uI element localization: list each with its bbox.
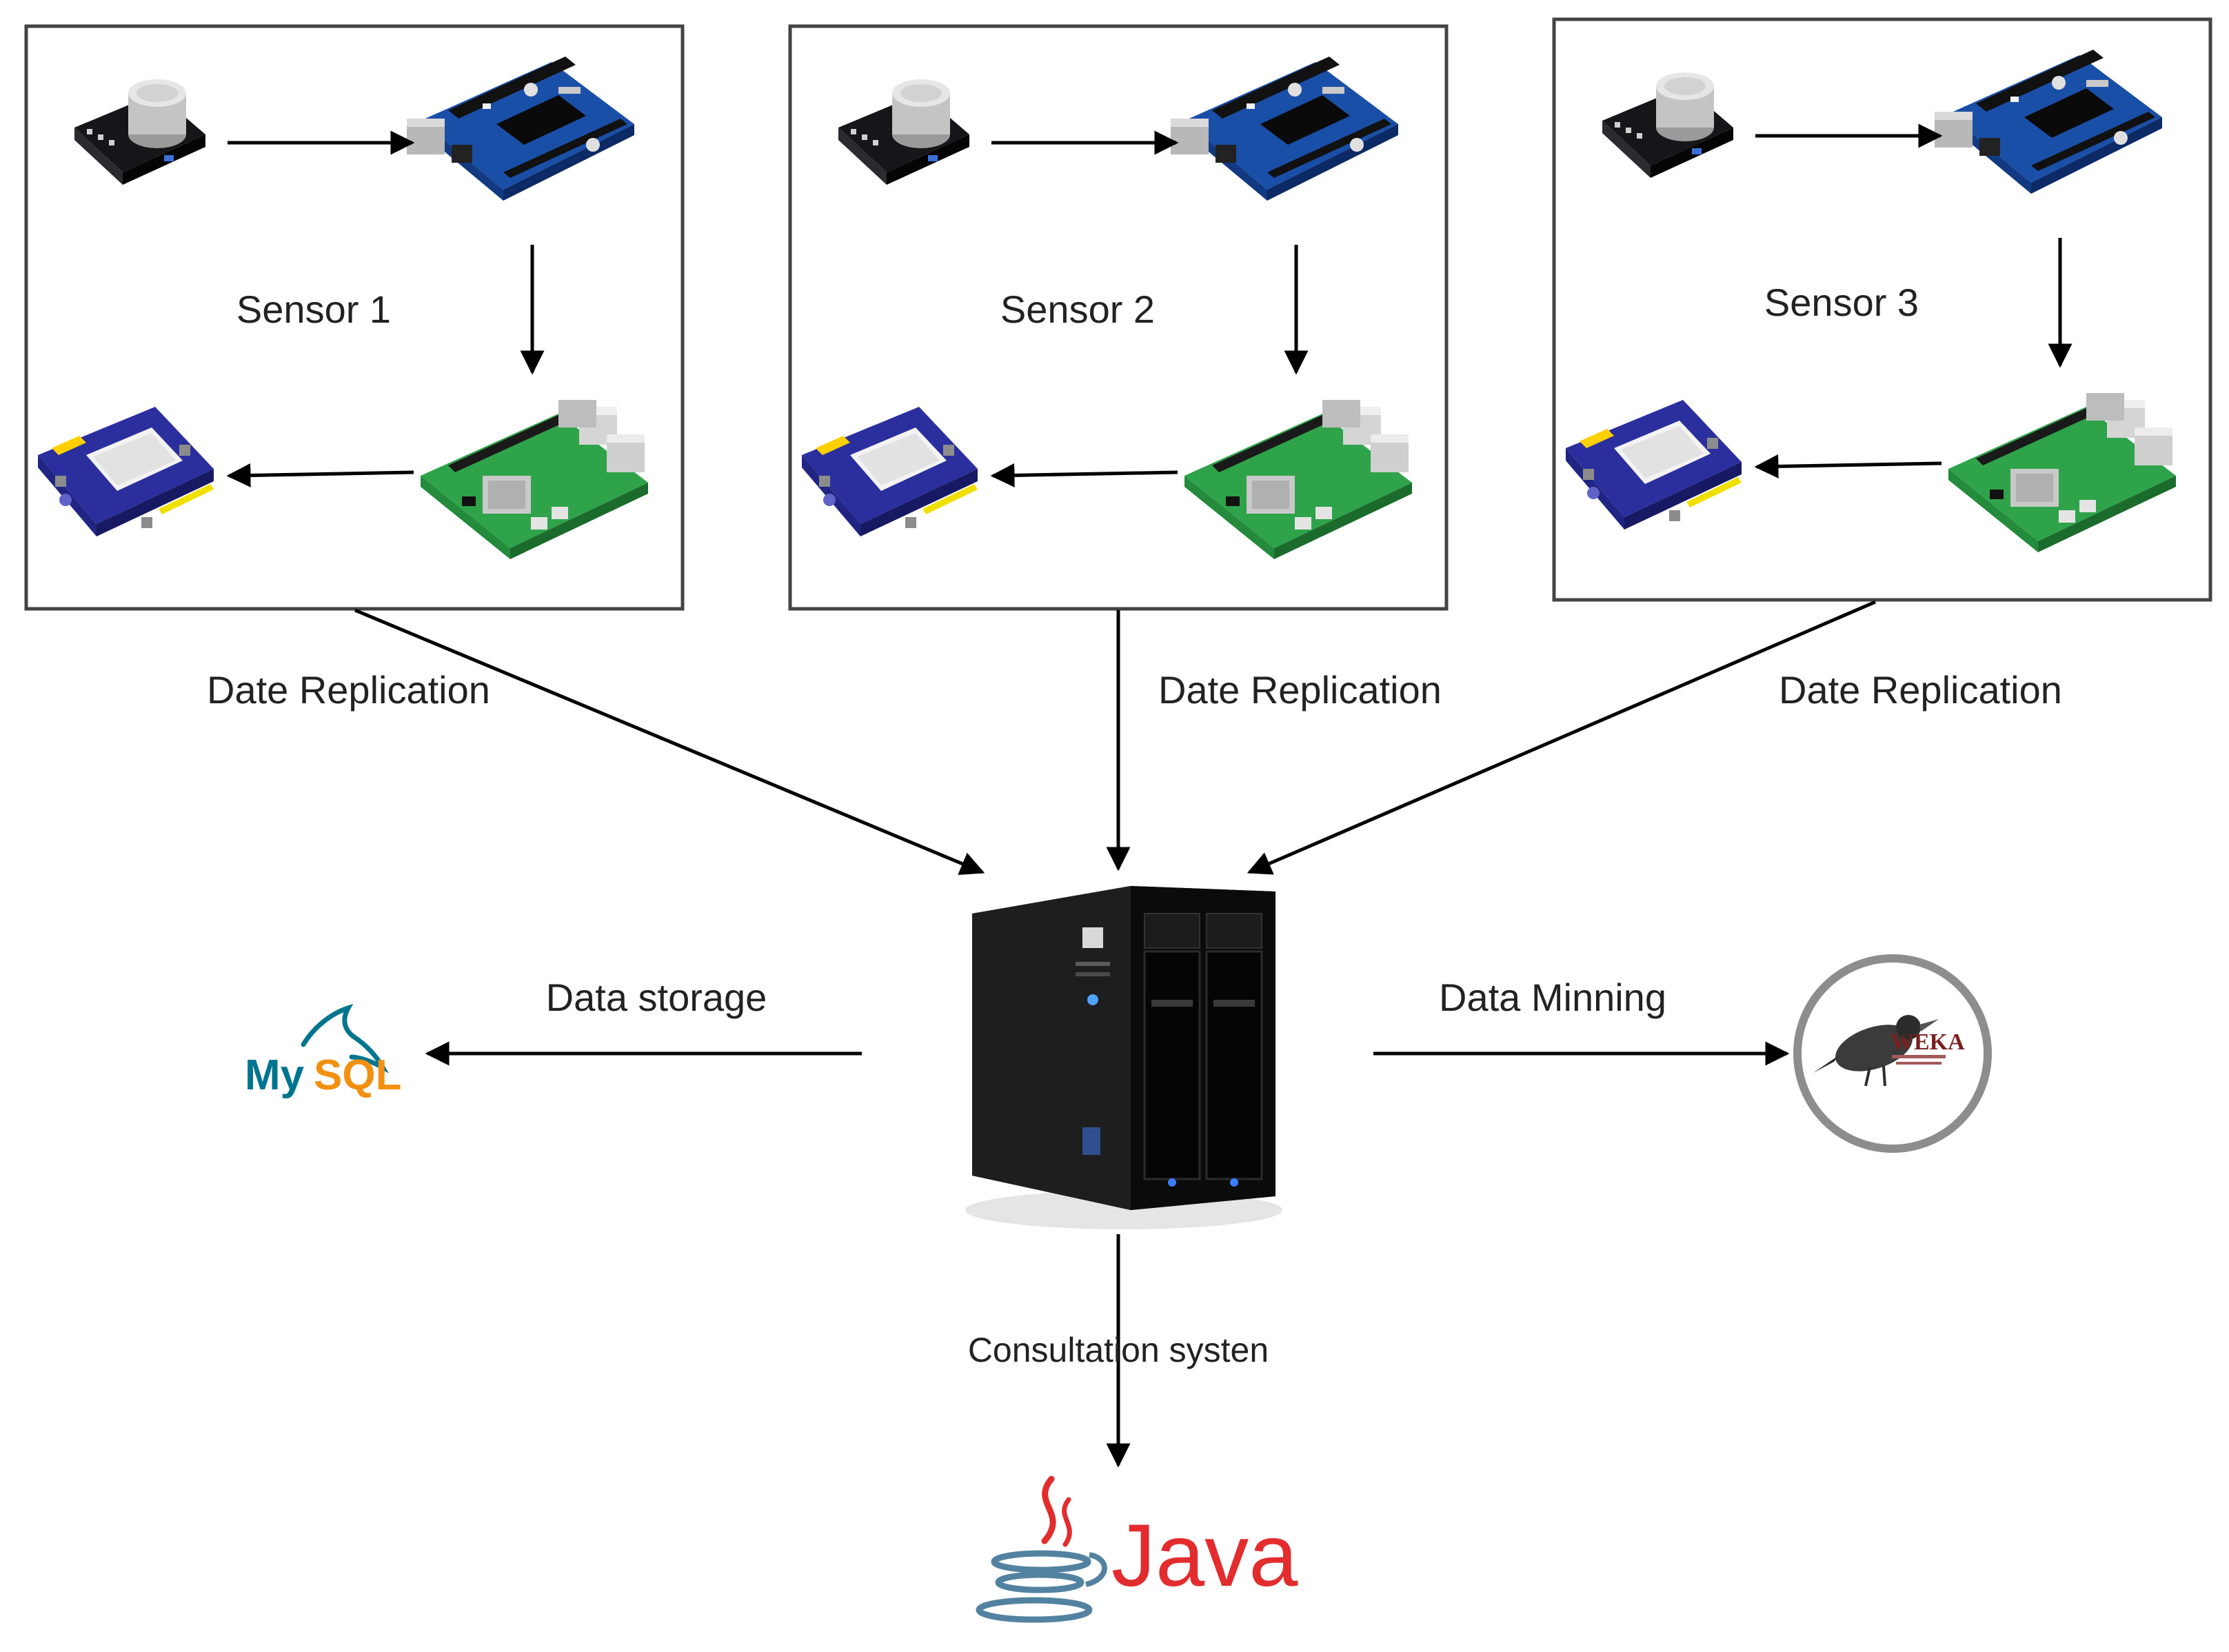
- gas-sensor-module-icon: [838, 79, 969, 185]
- arduino-board-icon: [1171, 57, 1398, 201]
- mysql-my-text: My: [245, 1051, 305, 1099]
- weka-text: WEKA: [1890, 1029, 1965, 1055]
- sensor-label: Sensor 1: [236, 288, 391, 331]
- gas-sensor-module-icon: [74, 79, 205, 185]
- dolphin-icon: [301, 1003, 389, 1074]
- server-edges: Data storage Data Minning Consultation s…: [425, 976, 1790, 1468]
- arrow-cluster3-to-server: [1247, 600, 1876, 875]
- replication-edges: Date Replication Date Replication Date R…: [207, 600, 2062, 876]
- gas-sensor-module-icon: [1602, 72, 1733, 178]
- sensor-cluster-3: Sensor 3: [1552, 17, 2212, 602]
- arrow-rpi-to-transceiver: [990, 463, 1178, 487]
- replication-label-3: Date Replication: [1779, 668, 2062, 712]
- data-storage-label: Data storage: [546, 976, 767, 1019]
- arrow-rpi-to-transceiver: [226, 463, 414, 487]
- sensor-label: Sensor 3: [1764, 281, 1919, 324]
- mysql-logo: My SQL: [245, 1003, 401, 1099]
- cluster-frame: [1552, 17, 2212, 602]
- replication-label-2: Date Replication: [1158, 668, 1442, 712]
- raspberry-pi-board-icon: [1184, 400, 1412, 559]
- java-logo: Java: [976, 1475, 1298, 1623]
- raspberry-pi-board-icon: [421, 400, 648, 559]
- data-mining-label: Data Minning: [1439, 976, 1666, 1019]
- weka-logo: WEKA: [1793, 954, 1992, 1153]
- arduino-board-icon: [1935, 50, 2162, 194]
- cluster-frame: [24, 24, 685, 611]
- cluster-frame: [788, 24, 1449, 611]
- arduino-board-icon: [407, 57, 634, 201]
- java-cup-icon: [976, 1475, 1107, 1623]
- lora-transceiver-board-icon: [802, 407, 978, 536]
- lora-transceiver-board-icon: [1566, 400, 1742, 530]
- lora-transceiver-board-icon: [38, 407, 214, 536]
- mysql-sql-text: SQL: [314, 1051, 401, 1099]
- nas-server-icon: [965, 886, 1282, 1229]
- raspberry-pi-board-icon: [1948, 393, 2176, 552]
- arrow-cluster1-to-server: [354, 608, 985, 876]
- sensor-cluster-2: Sensor 2: [788, 24, 1449, 611]
- consultation-system-label: Consultation systen: [968, 1331, 1269, 1369]
- java-text: Java: [1111, 1507, 1298, 1605]
- weka-bird-icon: [1813, 1015, 1939, 1087]
- sensor-label: Sensor 2: [1000, 288, 1155, 331]
- replication-label-1: Date Replication: [207, 668, 490, 712]
- sensor-cluster-1: Sensor 1: [24, 24, 685, 611]
- arrow-rpi-to-transceiver: [1754, 454, 1942, 479]
